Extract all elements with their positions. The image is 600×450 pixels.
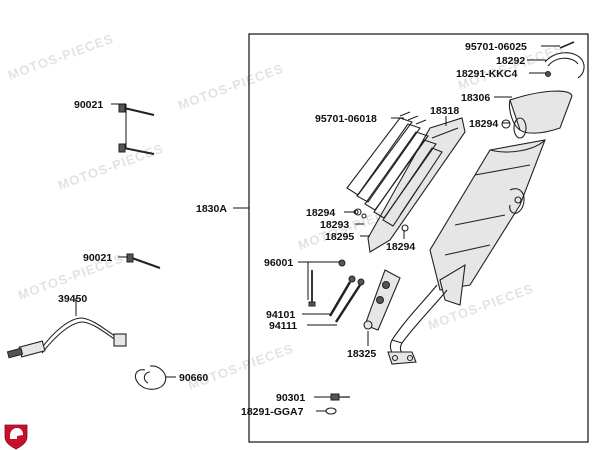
label-18318: 18318 bbox=[430, 105, 459, 117]
oxygen-sensor-39450 bbox=[6, 317, 127, 359]
label-90660: 90660 bbox=[179, 372, 208, 384]
bolts-94101-94111 bbox=[328, 275, 365, 323]
gasket-18291-gga7 bbox=[325, 407, 337, 415]
helmet-shield-icon bbox=[4, 424, 28, 450]
part-labels: 95701-06025 18292 18291-KKC4 18306 95701… bbox=[58, 41, 527, 418]
label-94111: 94111 bbox=[269, 320, 297, 332]
label-90021-b: 90021 bbox=[83, 252, 112, 264]
watermark-text: MOTOS-PIECES bbox=[6, 31, 116, 83]
watermark-text: MOTOS-PIECES bbox=[176, 61, 286, 113]
nut-90301 bbox=[330, 393, 350, 401]
label-95701-06018: 95701-06018 bbox=[315, 113, 377, 125]
heat-shield-frames bbox=[346, 111, 443, 227]
label-18294-b: 18294 bbox=[306, 207, 335, 219]
label-94101: 94101 bbox=[266, 309, 295, 321]
label-96001: 96001 bbox=[264, 257, 293, 269]
watermark-text: MOTOS-PIECES bbox=[56, 141, 166, 193]
label-18291-kkc4: 18291-KKC4 bbox=[456, 68, 517, 80]
label-1830a: 1830A bbox=[196, 203, 227, 215]
label-90301: 90301 bbox=[276, 392, 305, 404]
washer-18294 bbox=[501, 119, 511, 129]
label-18306: 18306 bbox=[461, 92, 490, 104]
label-18325: 18325 bbox=[347, 348, 376, 360]
label-95701-06025: 95701-06025 bbox=[465, 41, 527, 53]
label-18294-c: 18294 bbox=[386, 241, 415, 253]
bracket-18325 bbox=[363, 269, 401, 331]
label-18293: 18293 bbox=[320, 219, 349, 231]
bolt-90021-lower bbox=[126, 253, 161, 269]
muffler-assembly bbox=[387, 90, 573, 365]
label-90021-a: 90021 bbox=[74, 99, 103, 111]
label-18291-gga7: 18291-GGA7 bbox=[241, 406, 304, 418]
assembly-frame bbox=[248, 33, 589, 443]
clip-90660 bbox=[134, 365, 167, 390]
label-18292: 18292 bbox=[496, 55, 525, 67]
clamp-95701-06025 bbox=[544, 41, 585, 79]
screw-96001 bbox=[308, 259, 346, 307]
label-18294-a: 18294 bbox=[469, 118, 498, 130]
watermark-text: MOTOS-PIECES bbox=[186, 341, 296, 393]
label-39450: 39450 bbox=[58, 293, 87, 305]
label-18295: 18295 bbox=[325, 231, 354, 243]
leader-lines bbox=[75, 45, 560, 412]
washer-18294-c bbox=[401, 224, 409, 232]
